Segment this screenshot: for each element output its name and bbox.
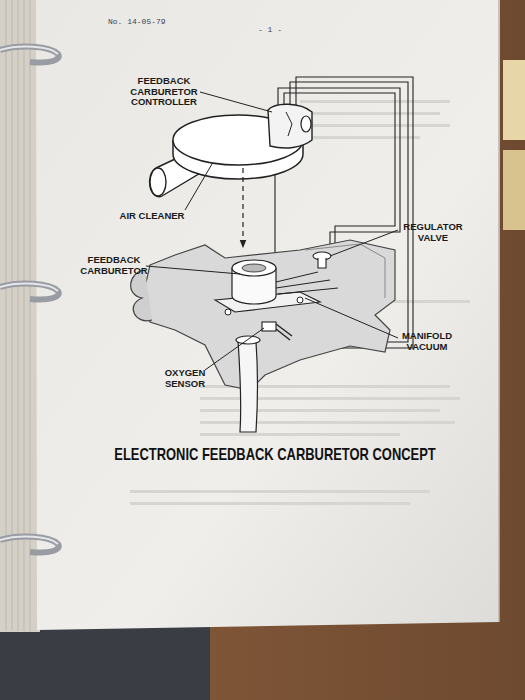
part-label: REGULATOR VALVE [398,222,468,243]
ring-highlight [0,284,58,291]
figure-title: ELECTRONIC FEEDBACK CARBURETOR CONCEPT [108,446,442,464]
bleed-through [130,100,470,505]
carburetor-stud [225,309,231,315]
bleed-line [130,502,410,505]
assembly-line [242,168,243,244]
leader-line [205,328,264,370]
exhaust-pipe [238,340,258,432]
paper-page [36,0,500,630]
bleed-line [200,433,400,436]
bleed-line [300,112,440,115]
document-number: No. 14-05-79 [108,17,188,26]
page-edge [498,0,500,622]
ring-highlight [0,537,58,544]
bleed-line [200,397,460,400]
binder-ring [0,284,59,300]
controller-housing [268,104,312,148]
page-number: - 1 - [250,25,290,34]
part-label: OXYGEN SENSOR [150,368,220,389]
snorkel-mouth [150,168,166,196]
bleed-line [130,490,430,493]
intake-manifold [131,270,152,321]
binder-rings [0,47,59,553]
engine-block [142,240,395,390]
leader-line [330,230,398,256]
binder-ring [0,537,59,553]
leader-line [200,92,272,112]
controller-detail [286,112,292,136]
leader-lines [146,92,398,370]
bleed-line [300,136,420,139]
part-label: FEEDBACK CARBURETOR CONTROLLER [128,76,200,108]
binder-ring [0,47,59,63]
part-label: FEEDBACK CARBURETOR [78,255,150,276]
throttle-linkage [276,272,338,294]
leader-line [185,164,212,210]
leader-line [146,266,240,274]
oxygen-sensor [262,322,292,340]
controller [268,104,312,148]
carburetor-bore [242,264,266,272]
valve-stem [318,258,326,268]
bleed-line [300,100,450,103]
ring-highlight [0,47,58,54]
dark-floor [0,625,210,700]
leader-line [305,298,398,338]
sensor-lead [276,324,292,340]
connector-plug [301,116,311,132]
part-label: MANIFOLD VACUUM [392,331,462,352]
bleed-line [200,409,440,412]
bleed-line [200,421,455,424]
regulator-valve [313,252,331,268]
bleed-line [300,124,450,127]
sticker [503,60,525,140]
carburetor-stud [297,297,303,303]
part-label: AIR CLEANER [112,211,192,222]
sticker [503,150,525,230]
sensor-body [262,322,276,331]
